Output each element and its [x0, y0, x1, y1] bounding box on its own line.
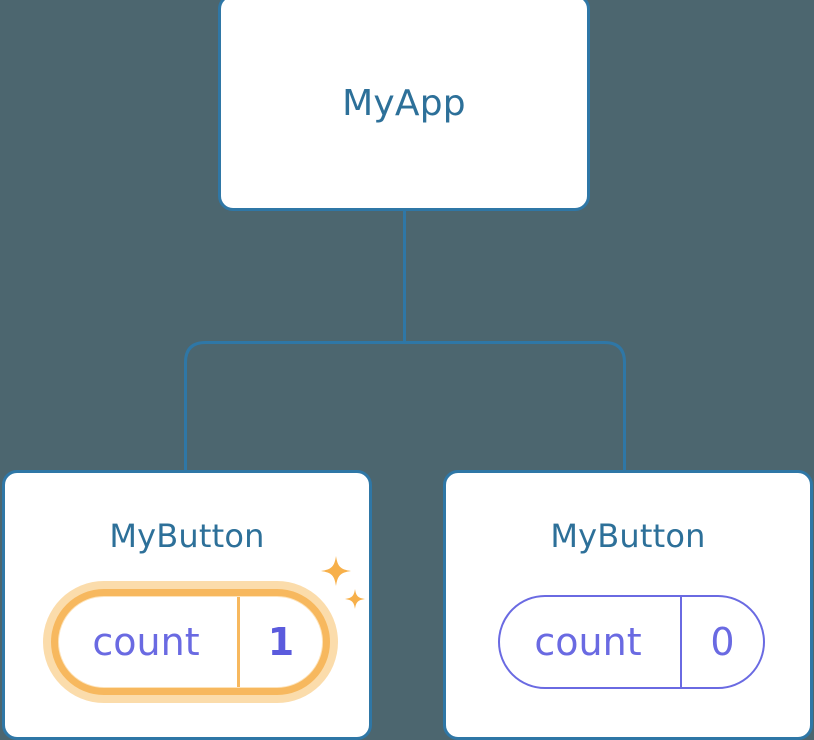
node-mybutton-right[interactable]: MyButton count 0 — [443, 470, 813, 740]
state-pill-divider — [680, 597, 682, 687]
state-value-label: 0 — [710, 620, 735, 664]
state-pill-highlighted[interactable]: count 1 — [43, 581, 338, 703]
node-myapp[interactable]: MyApp — [218, 0, 590, 211]
node-myapp-title: MyApp — [342, 83, 466, 124]
state-value-label: 1 — [267, 620, 295, 664]
node-mybutton-left-title: MyButton — [109, 517, 265, 555]
state-pill-divider — [237, 597, 240, 687]
connector-branch-bus — [184, 341, 626, 470]
state-pill-body: count 1 — [58, 596, 323, 688]
state-key-label: count — [92, 620, 200, 664]
node-mybutton-right-title: MyButton — [550, 517, 706, 555]
state-pill-plain[interactable]: count 0 — [498, 595, 765, 689]
state-key-label: count — [534, 620, 642, 664]
node-mybutton-left[interactable]: MyButton count 1 — [2, 470, 372, 740]
